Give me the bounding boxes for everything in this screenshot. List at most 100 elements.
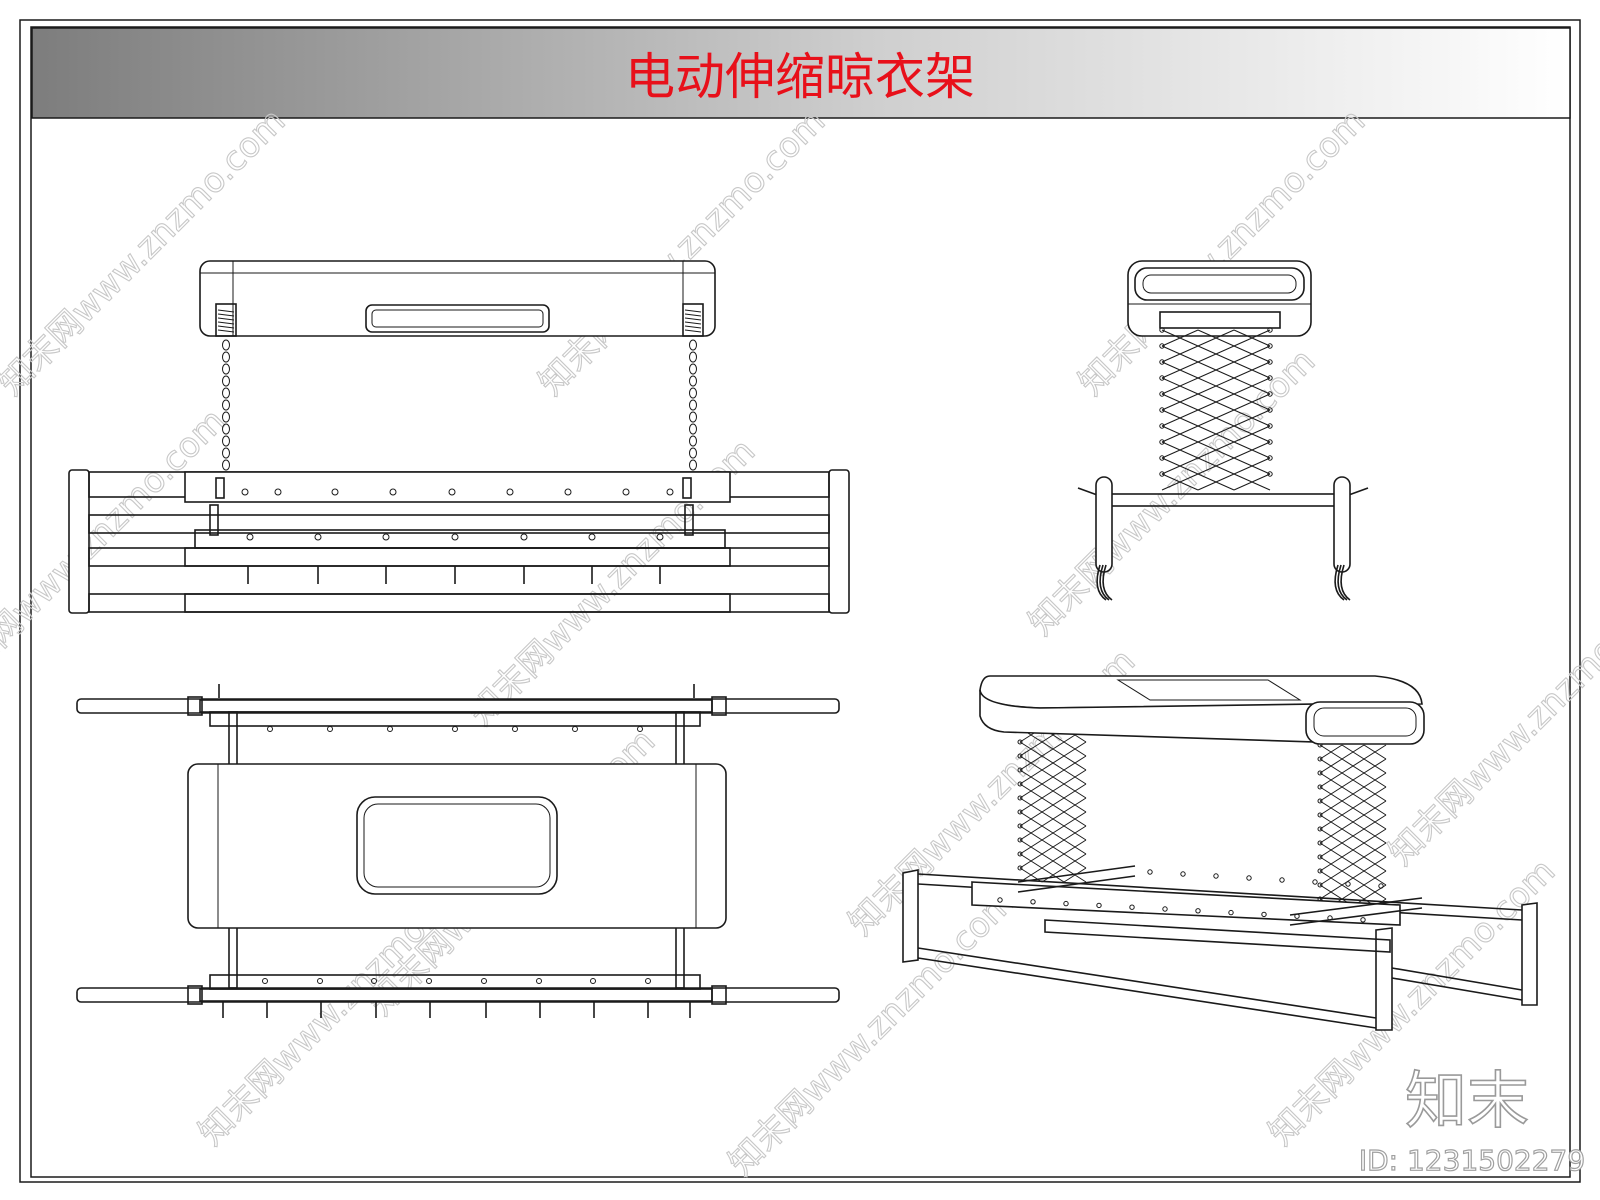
scissor-link	[1197, 441, 1235, 459]
plan-hole	[536, 978, 542, 984]
side-hook	[1340, 564, 1351, 601]
hanger-hole	[666, 488, 674, 496]
iso-scissor-pin	[1317, 798, 1323, 804]
spring-coil	[684, 313, 702, 317]
iso-scissor-link	[1319, 856, 1343, 872]
iso-scissor-pin	[1317, 840, 1323, 846]
iso-scissor-link	[1363, 744, 1387, 760]
scissor-pin	[1267, 471, 1273, 477]
iso-hanger-holes	[997, 869, 1384, 923]
iso-scissor-pin	[1017, 823, 1023, 829]
scissor-link	[1233, 409, 1271, 427]
scissor-link	[1161, 329, 1199, 347]
iso-scissor-link	[1041, 769, 1065, 785]
iso-scissor-link	[1041, 853, 1065, 869]
iso-hole	[1378, 883, 1384, 889]
hanger-hole	[314, 533, 322, 541]
iso-scissor-pin	[1017, 865, 1023, 871]
spring-coil	[217, 325, 235, 329]
scissor-link	[1233, 473, 1271, 491]
scissor-link	[1197, 409, 1235, 427]
iso-housing-end	[1305, 701, 1425, 745]
hanger-hole	[241, 488, 249, 496]
inner-frame	[30, 26, 1571, 1178]
iso-scissor-link	[1063, 839, 1087, 855]
chain-link	[689, 351, 697, 363]
iso-scissor-pin	[1017, 781, 1023, 787]
iso-scissor-link	[1341, 744, 1365, 760]
iso-scissor-pin	[1317, 868, 1323, 874]
iso-hole	[1246, 875, 1252, 881]
scissor-pin	[1159, 375, 1165, 381]
hanger-hole	[389, 488, 397, 496]
side-motor-housing	[1127, 260, 1312, 337]
end-cap-left	[68, 469, 90, 614]
chain-link	[222, 423, 230, 435]
hanger-hole	[382, 533, 390, 541]
iso-scissor-pin	[1017, 851, 1023, 857]
scissor-link	[1161, 473, 1199, 491]
iso-scissor-link	[1341, 758, 1365, 774]
scissor-link	[1197, 457, 1235, 475]
chain-link	[689, 363, 697, 375]
hanger-holes	[241, 488, 674, 541]
outer-frame	[19, 19, 1581, 1183]
iso-scissor-link	[1041, 825, 1065, 841]
chain-link	[689, 339, 697, 351]
hanger-hole	[564, 488, 572, 496]
iso-scissor-pin	[1317, 882, 1323, 888]
iso-hole	[1213, 873, 1219, 879]
iso-scissor-link	[1319, 800, 1343, 816]
scissor-pin	[1159, 359, 1165, 365]
iso-scissor-link	[1319, 758, 1343, 774]
iso-hole	[1312, 879, 1318, 885]
front-elevation-view	[68, 260, 850, 614]
iso-scissor-link	[1319, 842, 1343, 858]
isometric-view	[902, 675, 1538, 1031]
watermark-text: 知末网www.znzmo.com	[0, 101, 293, 403]
iso-scissor-link	[1319, 772, 1343, 788]
scissor-link	[1161, 345, 1199, 363]
iso-scissor-link	[1319, 744, 1343, 760]
light-window	[365, 304, 550, 333]
plan-hanger-holes	[218, 684, 695, 1018]
watermark-text: 知末网www.znzmo.com	[0, 401, 233, 703]
iso-scissor-link	[1341, 856, 1365, 872]
iso-scissor-link	[1019, 741, 1043, 757]
iso-scissor-link	[1363, 786, 1387, 802]
iso-hole	[1180, 871, 1186, 877]
spring-group	[217, 309, 702, 333]
iso-hole	[1030, 899, 1036, 905]
iso-scissor-link	[1063, 797, 1087, 813]
spring-coil	[684, 317, 702, 321]
iso-scissor-pin	[1317, 826, 1323, 832]
chain-link	[689, 399, 697, 411]
scissor-pin	[1267, 407, 1273, 413]
page-title: 电动伸缩晾衣架	[625, 48, 975, 106]
iso-scissor-pin	[1317, 854, 1323, 860]
iso-scissor-link	[1041, 867, 1065, 883]
plan-hole	[387, 726, 393, 732]
chain-link	[222, 459, 230, 471]
side-hook	[1102, 564, 1113, 601]
scissor-pin	[1159, 471, 1165, 477]
spring-coil	[684, 329, 702, 333]
iso-scissor-pin	[1317, 784, 1323, 790]
hanger-hole	[246, 533, 254, 541]
iso-scissor-link	[1341, 814, 1365, 830]
iso-hole	[1345, 881, 1351, 887]
iso-scissor-link	[1319, 870, 1343, 886]
iso-scissor-link	[1341, 884, 1365, 900]
scissor-link	[1197, 329, 1235, 347]
scissor-link	[1161, 457, 1199, 475]
scissor-link	[1161, 393, 1199, 411]
scissor-pin	[1267, 327, 1273, 333]
scissor-pin	[1267, 375, 1273, 381]
iso-scissor-link	[1341, 772, 1365, 788]
scissor-link	[1197, 345, 1235, 363]
iso-scissor-link	[1019, 853, 1043, 869]
plan-light-window	[356, 796, 558, 895]
iso-scissor-link	[1363, 800, 1387, 816]
scissor-pin	[1159, 343, 1165, 349]
plan-hole	[512, 726, 518, 732]
